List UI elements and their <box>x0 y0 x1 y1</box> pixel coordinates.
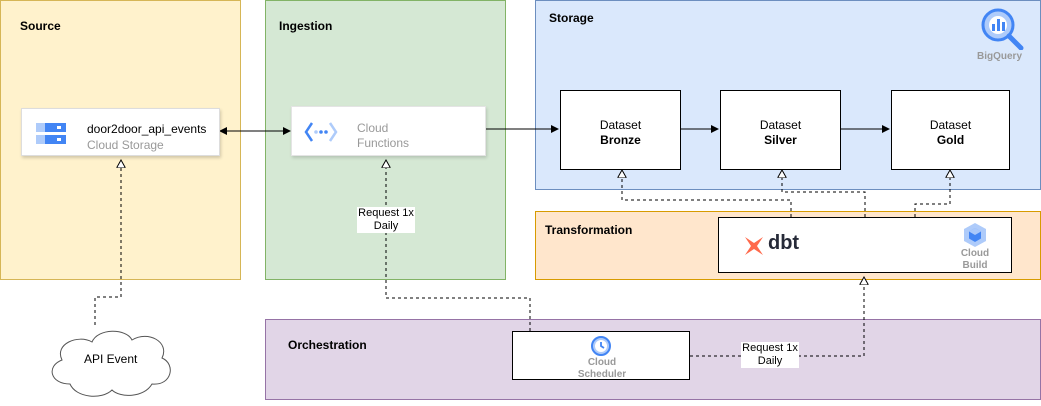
edge-label-transform-request-line2: Daily <box>757 355 783 367</box>
dataset-silver-label: Dataset <box>759 118 802 132</box>
lane-orchestration-title: Orchestration <box>288 338 367 352</box>
bigquery-label: BigQuery <box>977 51 1023 62</box>
dataset-gold-label: Dataset <box>929 118 972 132</box>
cloud-scheduler-label-line2: Scheduler <box>577 369 627 380</box>
transformation-node[interactable]: dbt Cloud Build <box>718 217 1012 273</box>
lane-transformation-title: Transformation <box>545 223 633 237</box>
lane-source-title: Source <box>20 19 61 33</box>
cloud-storage-icon <box>36 123 66 144</box>
cloud-functions-node[interactable]: Cloud Functions <box>291 106 486 156</box>
dataset-silver-name: Silver <box>764 133 797 147</box>
cloud-build-label-line1: Cloud <box>960 248 990 259</box>
edge-label-transform-request: Request 1x Daily <box>741 342 799 368</box>
dataset-bronze-name: Bronze <box>600 133 641 147</box>
dataset-gold-name: Gold <box>936 133 965 147</box>
dbt-icon <box>745 237 763 255</box>
dataset-bronze-node[interactable]: Dataset Bronze <box>560 90 681 170</box>
api-event-cloud-shape[interactable] <box>40 322 180 402</box>
edge-label-ingest-request-line2: Daily <box>373 220 399 232</box>
cloud-scheduler-node[interactable]: Cloud Scheduler <box>512 331 690 380</box>
dataset-bronze-label: Dataset <box>599 118 642 132</box>
cloud-build-icon <box>964 223 986 247</box>
api-event-label: API Event <box>84 352 138 366</box>
lane-storage-title: Storage <box>549 11 594 25</box>
cloud-scheduler-icon <box>591 336 611 356</box>
dataset-gold-node[interactable]: Dataset Gold <box>891 90 1010 170</box>
lane-ingestion-title: Ingestion <box>279 19 333 33</box>
dataset-silver-node[interactable]: Dataset Silver <box>720 90 841 170</box>
cloud-storage-bucket-name: door2door_api_events <box>87 122 207 136</box>
cloud-functions-label-line2: Functions <box>357 136 410 150</box>
edge-label-transform-request-line1: Request 1x <box>742 342 798 354</box>
cloud-functions-label-line1: Cloud <box>357 121 389 135</box>
edge-label-ingest-request: Request 1x Daily <box>357 207 415 233</box>
cloud-storage-service-label: Cloud Storage <box>87 138 164 152</box>
cloud-build-label-line2: Build <box>962 260 988 271</box>
cloud-scheduler-label-line1: Cloud <box>587 357 617 368</box>
dbt-label: dbt <box>768 232 800 254</box>
edge-label-ingest-request-line1: Request 1x <box>358 207 414 219</box>
bigquery-icon <box>981 8 1024 50</box>
cloud-storage-node[interactable]: door2door_api_events Cloud Storage <box>21 108 220 156</box>
cloud-functions-icon <box>304 122 338 142</box>
